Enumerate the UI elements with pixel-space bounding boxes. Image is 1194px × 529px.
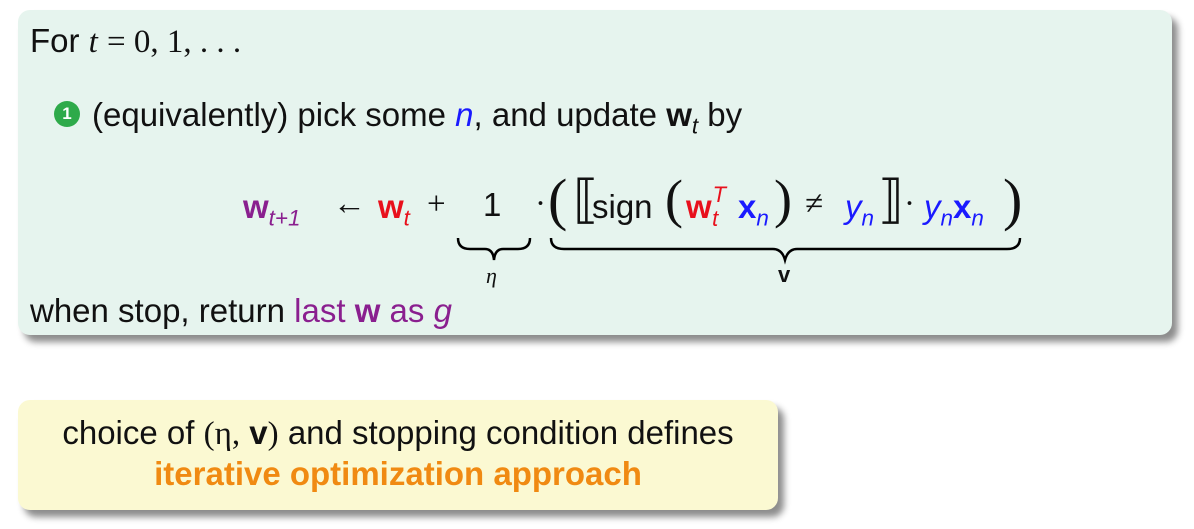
formula-w-next-sub: t+1 <box>268 205 301 231</box>
formula-w-sign-sub: t <box>712 206 719 231</box>
eta-underbrace <box>456 237 532 261</box>
formula-sign: sign <box>592 188 653 225</box>
note-eta: (η, <box>203 416 241 452</box>
sign-close-paren: ) <box>774 169 792 229</box>
stop-w: w <box>354 292 381 329</box>
step-text-3: by <box>707 96 743 133</box>
formula-x2: x <box>952 188 972 225</box>
v-label: v <box>778 262 791 287</box>
formula-arrow: ← <box>333 186 366 222</box>
step-number-badge: 1 <box>54 101 80 128</box>
stop-as: as <box>389 292 425 329</box>
formula-y: y <box>845 188 862 225</box>
formula-y2-sub: n <box>940 205 953 231</box>
note-text-a: choice of <box>62 414 195 451</box>
iverson-open-bracket: ⟦ <box>573 172 599 229</box>
formula-dot-2: · <box>904 186 915 222</box>
formula-x: x <box>738 188 757 225</box>
step-text-1: (equivalently) pick some <box>92 96 446 133</box>
stop-g: g <box>433 292 452 329</box>
formula-y2: y <box>924 188 941 225</box>
note-box: choice of (η, v) and stopping condition … <box>18 400 778 510</box>
formula-plus: + <box>427 186 446 222</box>
formula-one: 1 <box>483 186 502 223</box>
loop-var: t <box>88 24 98 60</box>
eta-label: η <box>486 263 497 288</box>
step-n: n <box>455 96 474 133</box>
sign-open-paren: ( <box>665 169 683 229</box>
step-line: 1(equivalently) pick some n, and update … <box>54 96 742 140</box>
step-w: w <box>666 96 692 133</box>
note-v: v <box>249 414 268 451</box>
v-underbrace <box>549 237 1022 265</box>
formula-w-sup: T <box>712 182 727 207</box>
outer-open-paren: ( <box>548 167 568 232</box>
stop-line: when stop, return last w as g <box>30 292 452 330</box>
algorithm-block <box>18 10 1172 335</box>
formula-neq: ≠ <box>805 186 824 222</box>
note-emphasis: iterative optimization approach <box>154 455 642 492</box>
loop-prefix: For <box>30 22 80 59</box>
formula-y-sub: n <box>861 205 874 231</box>
step-w-sub: t <box>691 113 699 139</box>
iverson-close-bracket: ⟧ <box>878 172 904 229</box>
stop-last: last <box>294 292 346 329</box>
step-text-2: , and update <box>473 96 658 133</box>
note-text-b: and stopping condition defines <box>287 414 734 451</box>
formula-x2-sub: n <box>971 205 984 231</box>
loop-line: For t = 0, 1, . . . <box>30 22 241 61</box>
update-formula: wt+1 ← wt + 1 · ( ⟦ sign ( wTt xn ) ≠ yn… <box>243 167 1023 288</box>
formula-x-sub: n <box>756 205 769 231</box>
note-line-1: choice of (η, v) and stopping condition … <box>18 414 778 453</box>
stop-text: when stop, return <box>30 292 285 329</box>
loop-range: = 0, 1, . . . <box>107 24 242 60</box>
outer-close-paren: ) <box>1003 167 1023 232</box>
formula-w-sign: w <box>686 188 712 225</box>
note-close: ) <box>267 416 279 452</box>
formula-dot: · <box>535 186 546 222</box>
formula-w: w <box>378 188 404 225</box>
formula-w-sub: t <box>403 205 410 231</box>
formula-w-next: w <box>243 188 269 225</box>
